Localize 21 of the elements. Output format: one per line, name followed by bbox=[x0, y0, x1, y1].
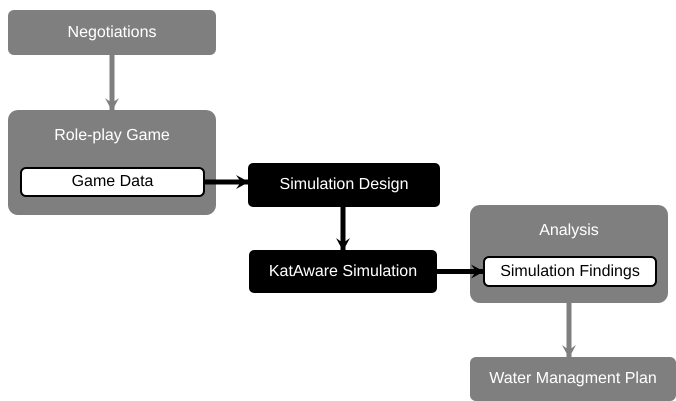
arrow bbox=[562, 303, 576, 358]
node-label: Negotiations bbox=[68, 24, 156, 42]
data-box bbox=[483, 256, 657, 287]
process-box bbox=[249, 250, 437, 293]
group-title: Role-play Game bbox=[54, 127, 170, 145]
arrow bbox=[336, 207, 350, 251]
process-box bbox=[8, 10, 216, 55]
arrow bbox=[437, 264, 484, 278]
node-label: Simulation Design bbox=[280, 176, 408, 194]
process-box bbox=[248, 163, 440, 207]
process-box bbox=[470, 357, 676, 401]
node-label: Water Managment Plan bbox=[489, 370, 657, 388]
node-label: Game Data bbox=[72, 173, 154, 191]
group-panel bbox=[8, 110, 216, 215]
node-label: KatAware Simulation bbox=[268, 262, 418, 280]
arrow bbox=[205, 175, 249, 189]
group-title: Analysis bbox=[539, 222, 599, 240]
group-panel bbox=[470, 205, 668, 303]
arrow bbox=[105, 55, 119, 111]
node-label: Simulation Findings bbox=[500, 262, 640, 280]
data-box bbox=[20, 167, 205, 197]
